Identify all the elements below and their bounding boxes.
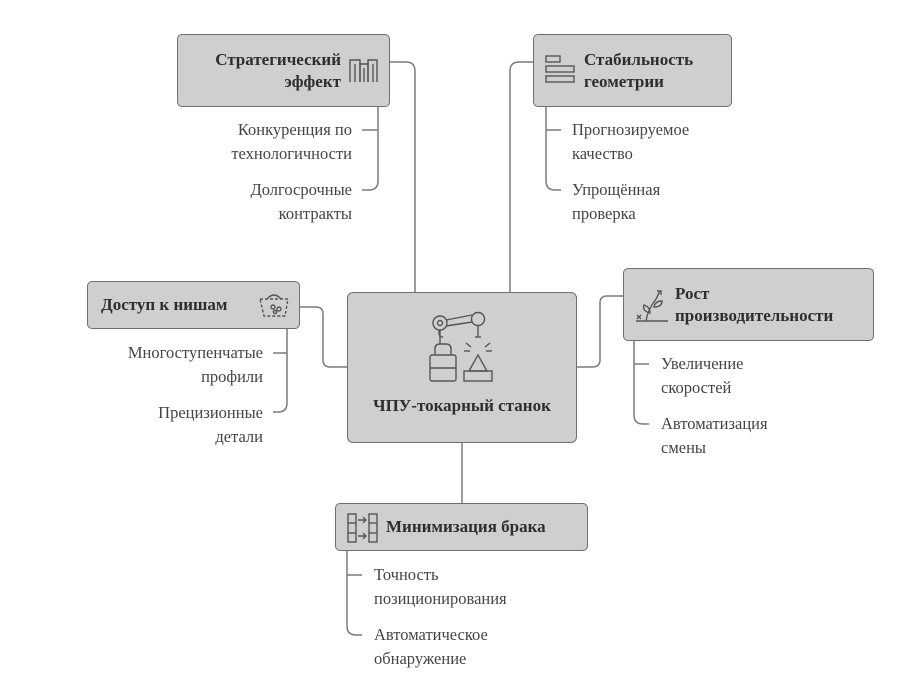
- node-geometry-title-line1: Стабильность: [584, 50, 694, 69]
- node-defect-minimization[interactable]: Минимизация брака: [335, 503, 588, 551]
- columns-chart-icon: [349, 59, 378, 82]
- node-strategic-effect[interactable]: Стратегический эффект: [177, 34, 390, 107]
- leaf-niche-2: Прецизионные детали: [158, 403, 263, 446]
- basket-icon: [259, 294, 289, 317]
- node-productivity-title-line1: Рост: [675, 284, 710, 303]
- leaf-geometry-1: Прогнозируемое качество: [572, 120, 690, 163]
- central-node-title: ЧПУ-токарный станок: [373, 396, 551, 415]
- node-productivity-growth[interactable]: Рост производительности: [623, 268, 874, 341]
- node-geometry-stability[interactable]: Стабильность геометрии: [533, 34, 732, 107]
- node-strategic-title-line1: Стратегический: [215, 50, 341, 69]
- stacked-bars-icon: [545, 55, 575, 83]
- node-niche-title: Доступ к нишам: [101, 295, 228, 314]
- leaf-productivity-1: Увеличение скоростей: [661, 354, 744, 397]
- leaf-productivity-2: Автоматизация смены: [661, 414, 768, 457]
- growing-plant-icon: [636, 290, 668, 322]
- robot-arm-icon: [429, 311, 493, 382]
- leaf-strategic-1: Конкуренция по технологичности: [231, 120, 352, 163]
- leaf-defects-2: Автоматическое обнаружение: [374, 625, 488, 668]
- flow-blocks-icon: [347, 513, 378, 543]
- leaf-strategic-2: Долгосрочные контракты: [250, 180, 352, 223]
- central-node[interactable]: ЧПУ-токарный станок: [347, 292, 577, 443]
- node-productivity-title-line2: производительности: [675, 306, 834, 325]
- leaf-defects-1: Точность позиционирования: [374, 565, 507, 608]
- node-strategic-title-line2: эффект: [284, 72, 341, 91]
- node-defects-title: Минимизация брака: [386, 517, 546, 536]
- node-geometry-title-line2: геометрии: [584, 72, 664, 91]
- node-niche-access[interactable]: Доступ к нишам: [87, 281, 300, 329]
- leaf-geometry-2: Упрощённая проверка: [572, 180, 661, 223]
- leaf-niche-1: Многоступенчатые профили: [127, 343, 263, 386]
